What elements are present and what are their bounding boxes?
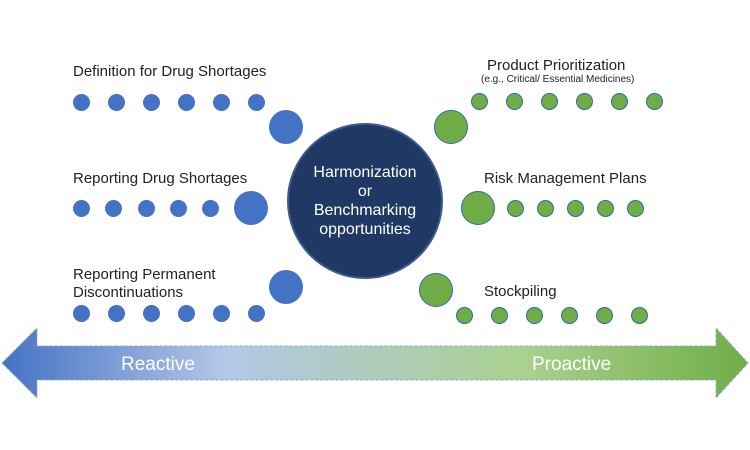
- label-reporting-permanent-discontinuations: Reporting Permanent Discontinuations: [73, 266, 216, 301]
- label-definition-drug-shortages: Definition for Drug Shortages: [73, 63, 267, 80]
- left-row1-dot: [213, 94, 230, 111]
- left-row2-dot: [73, 200, 90, 217]
- right-row2-dot: [597, 200, 614, 217]
- label-product-prioritization-note: (e.g., Critical/ Essential Medicines): [481, 74, 635, 85]
- left-row3-large-dot: [269, 270, 303, 304]
- left-row2-dot: [105, 200, 122, 217]
- label-stockpiling: Stockpiling: [484, 283, 557, 300]
- left-row3-dot: [248, 305, 265, 322]
- reactive-label: Reactive: [121, 354, 195, 375]
- right-row2-dot: [537, 200, 554, 217]
- reactive-proactive-arrow: [1, 326, 749, 400]
- left-row1-dot: [143, 94, 160, 111]
- right-row3-dot: [526, 307, 543, 324]
- right-row3-dot: [561, 307, 578, 324]
- left-row1-dot: [178, 94, 195, 111]
- left-row2-large-dot: [234, 191, 268, 225]
- left-row2-dot: [138, 200, 155, 217]
- left-row3-dot: [178, 305, 195, 322]
- right-row2-large-dot: [461, 191, 495, 225]
- right-row3-large-dot: [419, 273, 453, 307]
- right-row1-dot: [471, 93, 488, 110]
- right-row2-dot: [507, 200, 524, 217]
- left-row1-dot: [73, 94, 90, 111]
- right-row2-dot: [567, 200, 584, 217]
- right-row3-dot: [631, 307, 648, 324]
- left-row3-dot: [108, 305, 125, 322]
- left-row1-dot: [108, 94, 125, 111]
- right-row1-dot: [541, 93, 558, 110]
- left-row1-large-dot: [269, 110, 303, 144]
- center-circle-text: Harmonization or Benchmarking opportunit…: [313, 164, 417, 238]
- label-product-prioritization: Product Prioritization: [487, 57, 626, 74]
- left-row3-dot: [143, 305, 160, 322]
- left-row1-dot: [248, 94, 265, 111]
- right-row1-dot: [646, 93, 663, 110]
- left-row3-dot: [213, 305, 230, 322]
- right-row3-dot: [456, 307, 473, 324]
- left-row2-dot: [202, 200, 219, 217]
- proactive-label: Proactive: [532, 354, 612, 375]
- right-row1-dot: [576, 93, 593, 110]
- label-reporting-drug-shortages: Reporting Drug Shortages: [73, 170, 248, 187]
- right-row2-dot: [627, 200, 644, 217]
- right-row3-dot: [596, 307, 613, 324]
- right-row1-large-dot: [434, 110, 468, 144]
- right-row3-dot: [491, 307, 508, 324]
- harmonization-center-circle: Harmonization or Benchmarking opportunit…: [287, 123, 443, 279]
- right-row1-dot: [611, 93, 628, 110]
- right-row1-dot: [506, 93, 523, 110]
- label-risk-management-plans: Risk Management Plans: [484, 170, 647, 187]
- left-row2-dot: [170, 200, 187, 217]
- left-row3-dot: [73, 305, 90, 322]
